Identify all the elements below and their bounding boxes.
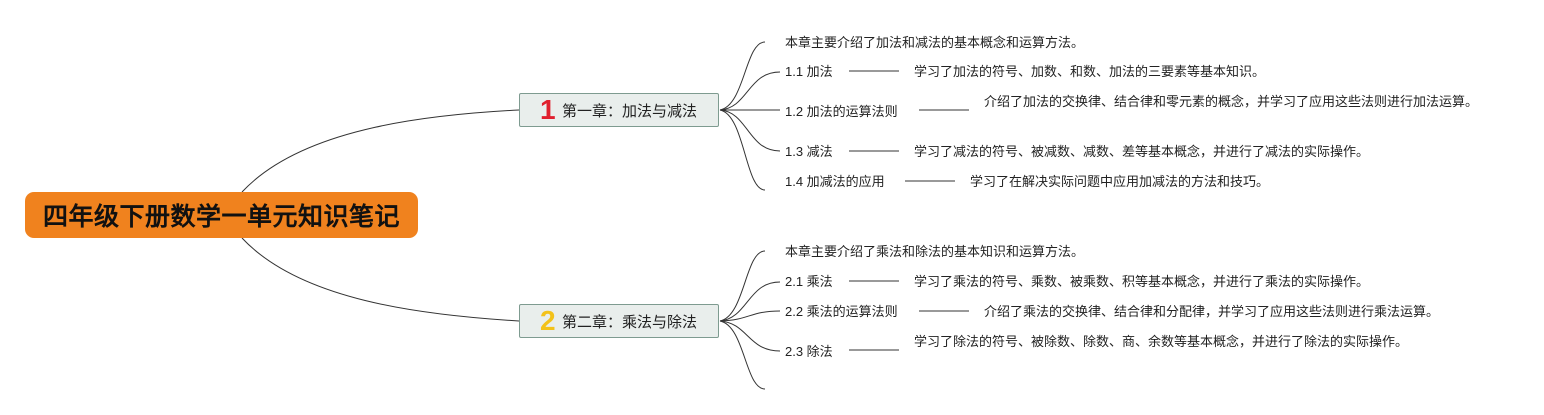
connector-ch2-end	[719, 320, 766, 390]
root-title: 四年级下册数学一单元知识笔记	[42, 203, 400, 231]
connector-ch2-s2	[719, 310, 781, 322]
root-topic[interactable]: 四年级下册数学一单元知识笔记	[25, 192, 418, 238]
section-2-1-detail[interactable]: 学习了乘法的符号、乘数、被乘数、积等基本概念，并进行了乘法的实际操作。	[914, 274, 1370, 289]
chapter-1-title: 第一章：加法与减法	[562, 102, 698, 120]
section-1-2-detail[interactable]: 介绍了加法的交换律、结合律和零元素的概念，并学习了应用这些法则进行加法运算。	[984, 94, 1479, 109]
section-1-4-detail[interactable]: 学习了在解决实际问题中应用加减法的方法和技巧。	[970, 174, 1270, 189]
chapter-number-1-icon: 1	[540, 94, 556, 125]
section-1-2-label[interactable]: 1.2 加法的运算法则	[785, 104, 898, 119]
section-1-3-label[interactable]: 1.3 减法	[785, 144, 833, 159]
connector-ch2-s3	[719, 320, 781, 352]
chapter-2-summary[interactable]: 本章主要介绍了乘法和除法的基本知识和运算方法。	[785, 244, 1085, 259]
connector-ch1-s3	[719, 109, 781, 152]
section-1-3-detail[interactable]: 学习了减法的符号、被减数、减数、差等基本概念，并进行了减法的实际操作。	[914, 144, 1370, 159]
chapter-1-topic[interactable]: 1 第一章：加法与减法	[519, 93, 719, 127]
section-2-3-label[interactable]: 2.3 除法	[785, 344, 833, 359]
connector-ch1-s4	[719, 109, 766, 191]
connector-ch2-summary	[719, 250, 766, 322]
chapter-number-2-icon: 2	[540, 305, 556, 336]
chapter-1-summary[interactable]: 本章主要介绍了加法和减法的基本概念和运算方法。	[785, 35, 1085, 50]
section-2-1-label[interactable]: 2.1 乘法	[785, 274, 833, 289]
section-1-1-label[interactable]: 1.1 加法	[785, 64, 833, 79]
section-1-4-label[interactable]: 1.4 加减法的应用	[785, 174, 885, 189]
connector-ch2-s1	[719, 281, 781, 322]
chapter-2-title: 第二章：乘法与除法	[562, 313, 698, 331]
connector-root-ch1	[241, 109, 520, 193]
section-1-1-detail[interactable]: 学习了加法的符号、加数、和数、加法的三要素等基本知识。	[914, 64, 1266, 79]
connector-ch1-summary	[719, 41, 766, 111]
connector-root-ch2	[241, 237, 520, 322]
section-2-3-detail[interactable]: 学习了除法的符号、被除数、除数、商、余数等基本概念，并进行了除法的实际操作。	[914, 334, 1409, 349]
section-2-2-detail[interactable]: 介绍了乘法的交换律、结合律和分配律，并学习了应用这些法则进行乘法运算。	[984, 304, 1440, 319]
connector-ch1-s1	[719, 71, 781, 111]
section-2-2-label[interactable]: 2.2 乘法的运算法则	[785, 304, 898, 319]
chapter-2-topic[interactable]: 2 第二章：乘法与除法	[519, 304, 719, 338]
